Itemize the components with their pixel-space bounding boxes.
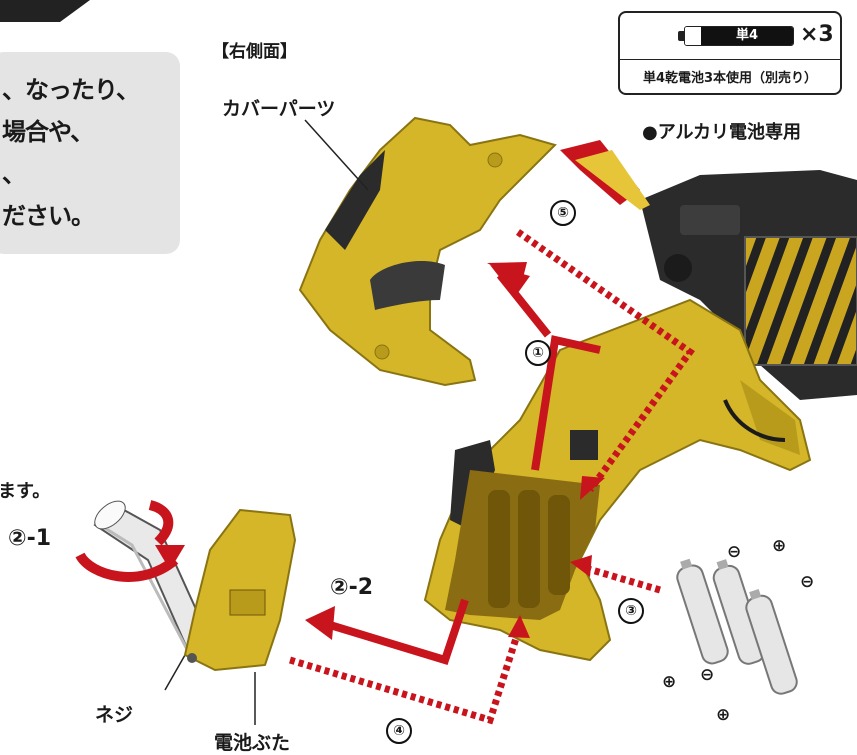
step-4-marker: ④: [386, 718, 412, 744]
step-1-marker: ①: [525, 340, 551, 366]
polarity-plus: ⊕: [662, 672, 677, 692]
alkaline-only-note: ●アルカリ電池専用: [642, 122, 801, 143]
caution-line: 、なったり、: [2, 76, 140, 104]
battery-count: ×3: [800, 22, 834, 47]
battery-size-label: 単4: [701, 27, 793, 45]
battery-icon: 単4: [678, 26, 796, 46]
partial-instruction-text: ます。: [0, 481, 51, 502]
battery-lid-label: 電池ぶた: [214, 732, 291, 754]
step-2-2-label: ②-2: [330, 575, 374, 600]
polarity-plus: ⊕: [772, 536, 787, 556]
caution-line: ださい。: [2, 202, 95, 230]
step-3-marker: ③: [618, 598, 644, 624]
battery-spec-box: 単4 ×3 単4乾電池3本使用（別売り）: [618, 11, 842, 95]
side-view-label: 【右側面】: [212, 42, 297, 62]
caution-box: 、なったり、 場合や、 、 ださい。: [0, 52, 180, 254]
step-2-1-label: ②-1: [8, 526, 52, 551]
aaa-batteries: [676, 558, 798, 695]
solid-arrows: [328, 335, 601, 665]
step-5-marker: ⑤: [550, 200, 576, 226]
caution-line: 、: [2, 160, 26, 188]
polarity-minus: ⊖: [727, 542, 742, 562]
polarity-minus: ⊖: [800, 572, 815, 592]
dashed-arrows: [288, 229, 695, 725]
polarity-minus: ⊖: [700, 665, 715, 685]
cover-part-label: カバーパーツ: [222, 98, 336, 120]
screw-label: ネジ: [95, 704, 134, 726]
caution-line: 場合や、: [2, 118, 94, 146]
battery-note: 単4乾電池3本使用（別売り）: [642, 71, 818, 86]
battery-lid-illustration: [183, 508, 297, 672]
header-band: [0, 0, 90, 22]
polarity-plus: ⊕: [716, 705, 731, 725]
